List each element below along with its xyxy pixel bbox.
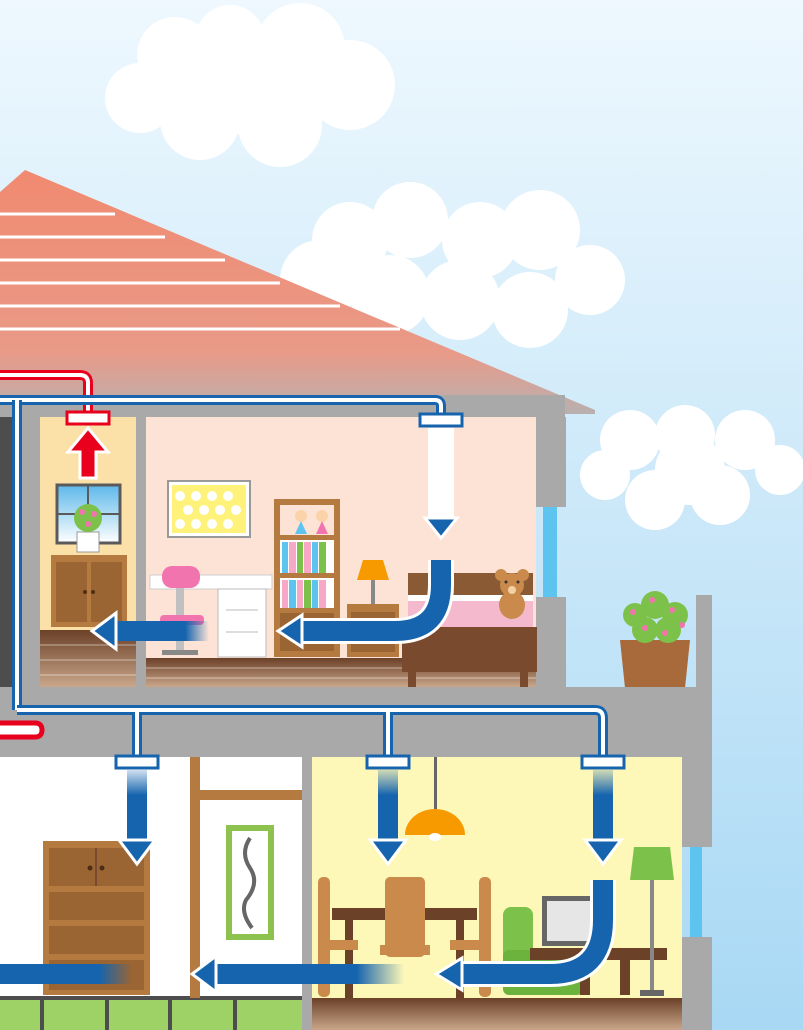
tatami-floor xyxy=(0,998,302,1030)
supply-vent-dining xyxy=(367,756,409,768)
supply-vent-bedroom xyxy=(420,414,462,426)
right-wall-2f-lower xyxy=(536,597,566,687)
balcony-wall xyxy=(696,595,712,688)
right-wall-2f xyxy=(536,417,566,507)
exhaust-vent xyxy=(67,412,109,424)
exhaust-duct-middle xyxy=(0,723,42,737)
right-window-1f xyxy=(690,847,702,937)
supply-vent-hall xyxy=(116,756,158,768)
closet-window xyxy=(57,485,120,552)
partition-wall xyxy=(136,417,146,687)
living-floor xyxy=(312,998,682,1030)
supply-arrow-hall-floor xyxy=(0,964,132,984)
right-wall-1f-lower xyxy=(682,937,712,1030)
partition-1f xyxy=(302,757,312,1030)
right-wall-1f-upper xyxy=(682,757,712,847)
right-window-2f xyxy=(543,507,557,597)
wall-picture xyxy=(168,481,250,537)
supply-vent-living xyxy=(582,756,624,768)
